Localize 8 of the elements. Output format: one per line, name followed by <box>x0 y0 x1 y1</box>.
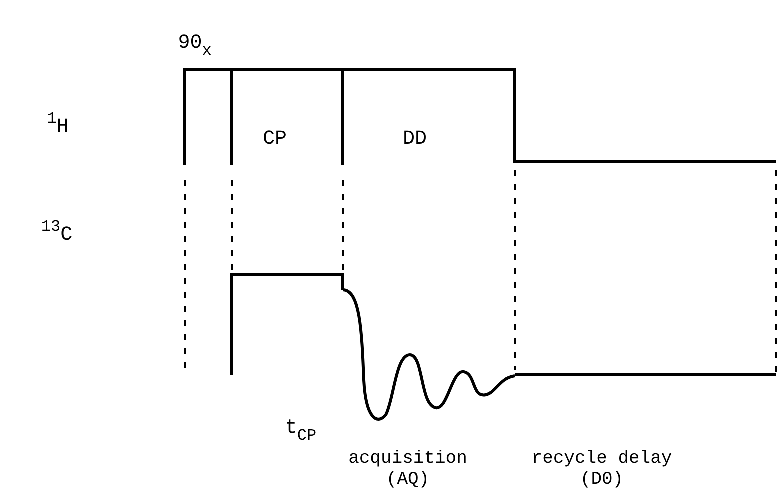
period-label: acquisition (AQ) <box>348 449 468 490</box>
duration-label: t$_{CP}$ <box>284 417 318 446</box>
channel-label: $^{13}$C <box>40 218 74 247</box>
pulse-label: 90$_{x}$ <box>177 32 213 61</box>
channel-label: $^{1}$H <box>46 110 70 139</box>
segment-label: CP <box>262 128 288 151</box>
period-label: recycle delay (D0) <box>530 449 674 490</box>
segment-label: DD <box>402 128 428 151</box>
